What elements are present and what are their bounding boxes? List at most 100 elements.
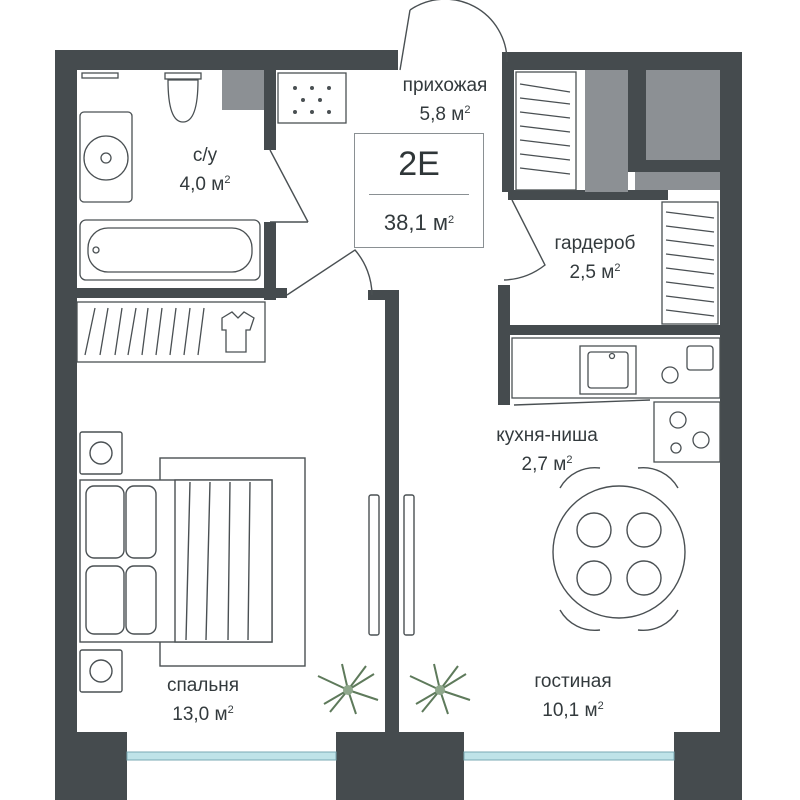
wall-bedroom-stub [368,290,398,300]
shower-mat [277,72,347,124]
vanity-counter [79,111,133,203]
closets [76,71,719,363]
towel-rail [81,72,119,79]
wardrobe-closet-hangers [665,211,715,317]
wall-shaft-bottom [628,160,720,172]
shaft-hall [585,70,628,192]
pillow-3 [85,565,125,635]
room-label-kitchen: кухня-ниша 2,7 м2 [462,424,632,477]
shaft-wc [222,70,264,110]
room-name: гардероб [554,233,636,254]
chair-back-tr [637,466,679,489]
pillow-1 [85,485,125,559]
apartment-info-box: 2E 38,1 м2 [354,133,484,248]
wall-wardrobe-top [508,190,668,200]
dining-table [552,485,686,619]
blanket [174,479,273,643]
wc-door-leaf [269,149,309,223]
kitchen-sink [579,345,637,395]
pillar-bottom-left [55,732,127,800]
plants [317,663,471,715]
wall-hall-right [502,52,514,192]
entrance-door-swing [409,0,508,63]
faucet [608,352,616,360]
sink-drain [100,152,112,164]
room-area: 4,0 м2 [179,174,231,195]
lamp-bottom [89,659,113,683]
wall-top-left [55,50,398,70]
burner-3 [670,442,682,454]
microwave [686,345,714,371]
dishwasher-knob [661,366,679,384]
total-area-exponent: 2 [447,214,455,226]
hallway-closet-hangers [519,83,571,175]
shaft-corner [646,70,720,160]
shaft-strip [635,172,720,190]
entrance-door-leaf [399,9,411,71]
room-name: прихожая [402,75,488,96]
room-label-hallway: прихожая 5,8 м2 [380,74,510,127]
plate-2 [626,512,662,548]
shirt-icon [221,311,255,353]
bedroom-closet [76,301,266,363]
shower-mat-dots [293,86,331,114]
bathroom-fixtures [79,72,347,281]
wardrobe-door-swing [503,199,546,281]
wall-bedroom-right [385,290,399,732]
bathtub-outer [79,219,261,281]
plant-left [317,663,379,715]
lamp-top [89,441,113,465]
wardrobe-closet [661,201,719,325]
sliding-door-left [368,494,380,636]
pillow-4 [125,565,157,635]
room-name: с/у [192,145,218,166]
room-area: 10,1 м2 [542,700,604,721]
room-label-bathroom: с/у 4,0 м2 [150,144,260,197]
windows [126,751,675,761]
bedroom-door-swing [286,249,373,296]
room-label-bedroom: спальня 13,0 м2 [138,674,268,727]
blanket-folds [185,481,251,641]
wall-right [720,52,742,732]
walls [55,50,742,800]
dining-set [552,466,686,632]
wall-left [55,50,77,732]
divider [369,194,469,195]
stove [653,401,721,463]
wall-wc-upper [264,70,276,150]
wall-top-right [507,52,742,70]
burner-2 [692,431,710,449]
room-name: гостиная [534,671,612,692]
pillar-bottom-right [674,732,742,800]
room-area: 13,0 м2 [172,704,234,725]
shafts [222,70,720,192]
kitchen-sink-bowl [587,351,629,389]
bedroom-closet-hangers [84,307,205,356]
chair-back-br [637,609,679,632]
room-label-wardrobe: гардероб 2,5 м2 [530,232,660,285]
sliding-doors [368,494,415,636]
pillow-2 [125,485,157,559]
wall-kitchen-left [498,285,510,405]
bathtub-drain [92,246,100,254]
sink-basin [83,135,129,181]
sliding-door-right [403,494,415,636]
plate-3 [576,560,612,596]
kitchen-counter [511,337,721,399]
total-area-value: 38,1 м [383,210,448,235]
kitchen-fixtures [511,337,721,463]
toilet-tank [164,72,202,80]
plate-4 [626,560,662,596]
pillar-bottom-center [336,732,464,800]
wall-wc-lower [264,222,276,300]
wall-wardrobe-bottom [508,325,720,335]
hallway-closet [515,71,577,191]
window-bedroom [126,751,337,761]
bedroom-furniture [79,431,306,693]
chair-back-bl [559,609,601,632]
room-area: 2,5 м2 [569,262,621,283]
burner-1 [669,411,687,429]
wall-shaft-left [628,52,650,172]
apartment-code: 2E [398,145,440,183]
